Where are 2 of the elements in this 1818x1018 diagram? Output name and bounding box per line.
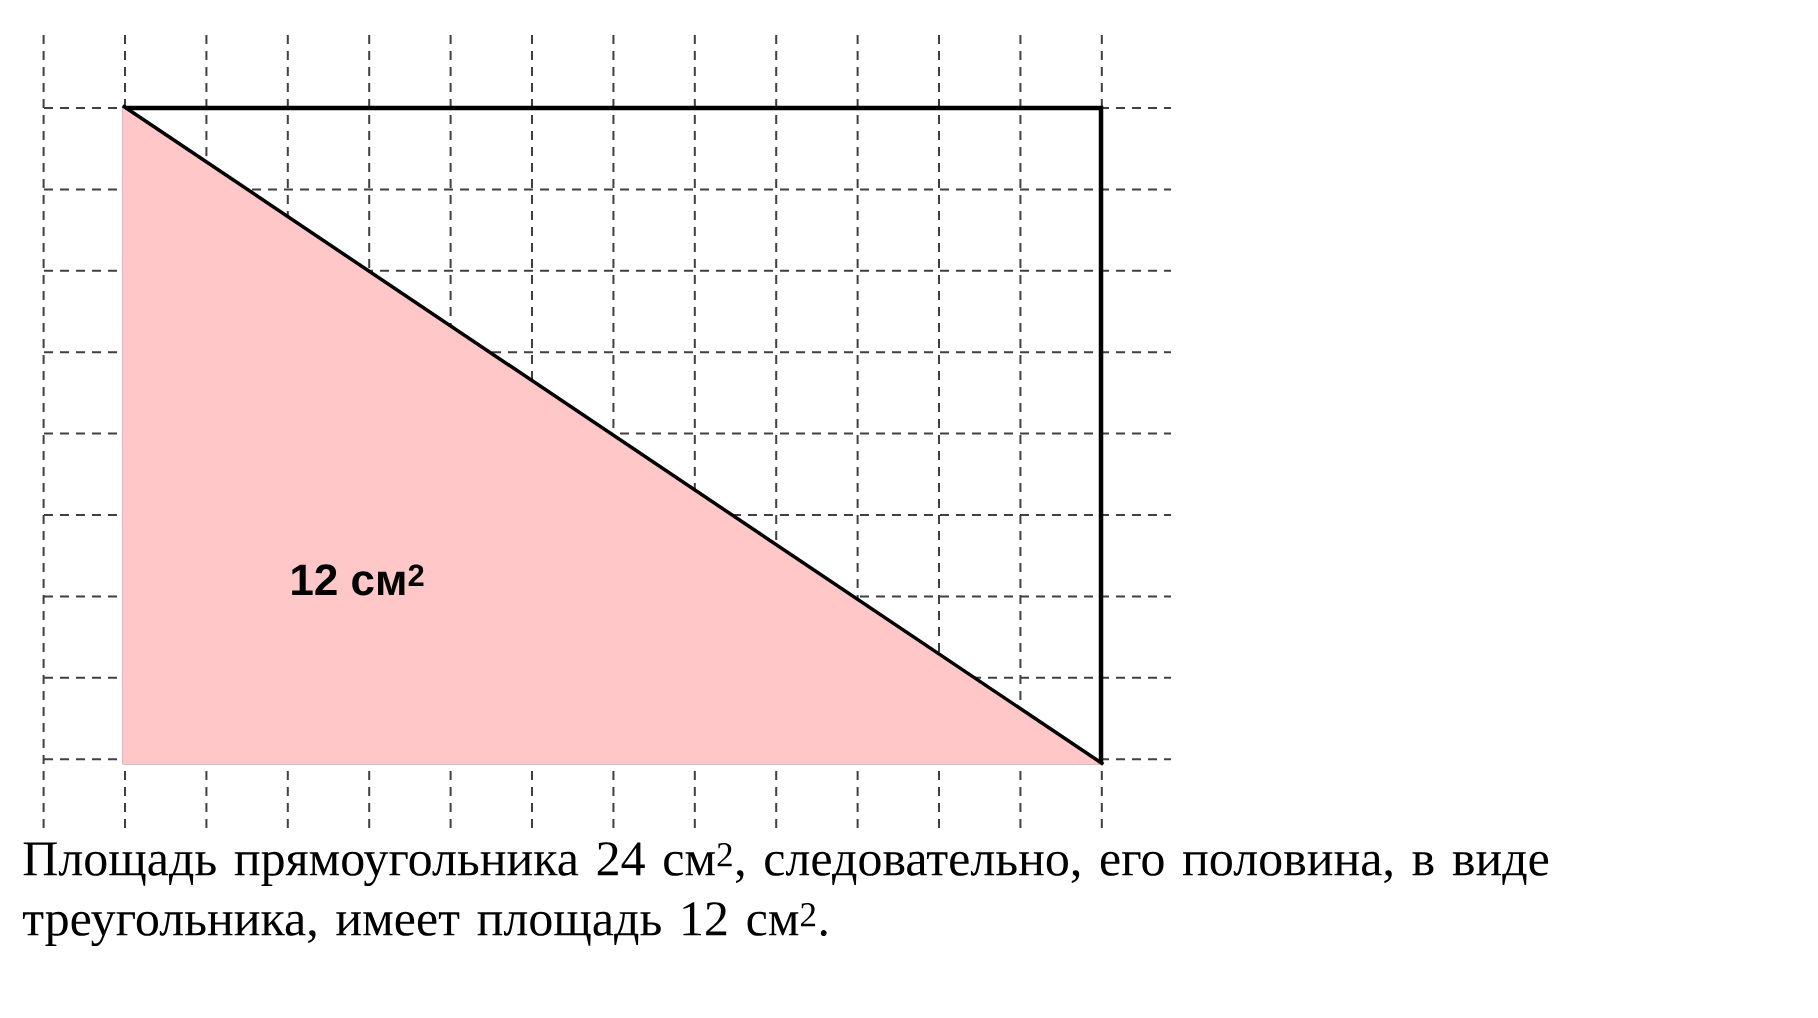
shaded-triangle: 12 см$^{2}$ [121, 104, 1105, 766]
caption: Площадь прямоугольника 24 см$^{2}$, следовательно, его половина, в виде треугольника, имеет площадь 12 см$^{2}$. [22, 842, 1549, 947]
